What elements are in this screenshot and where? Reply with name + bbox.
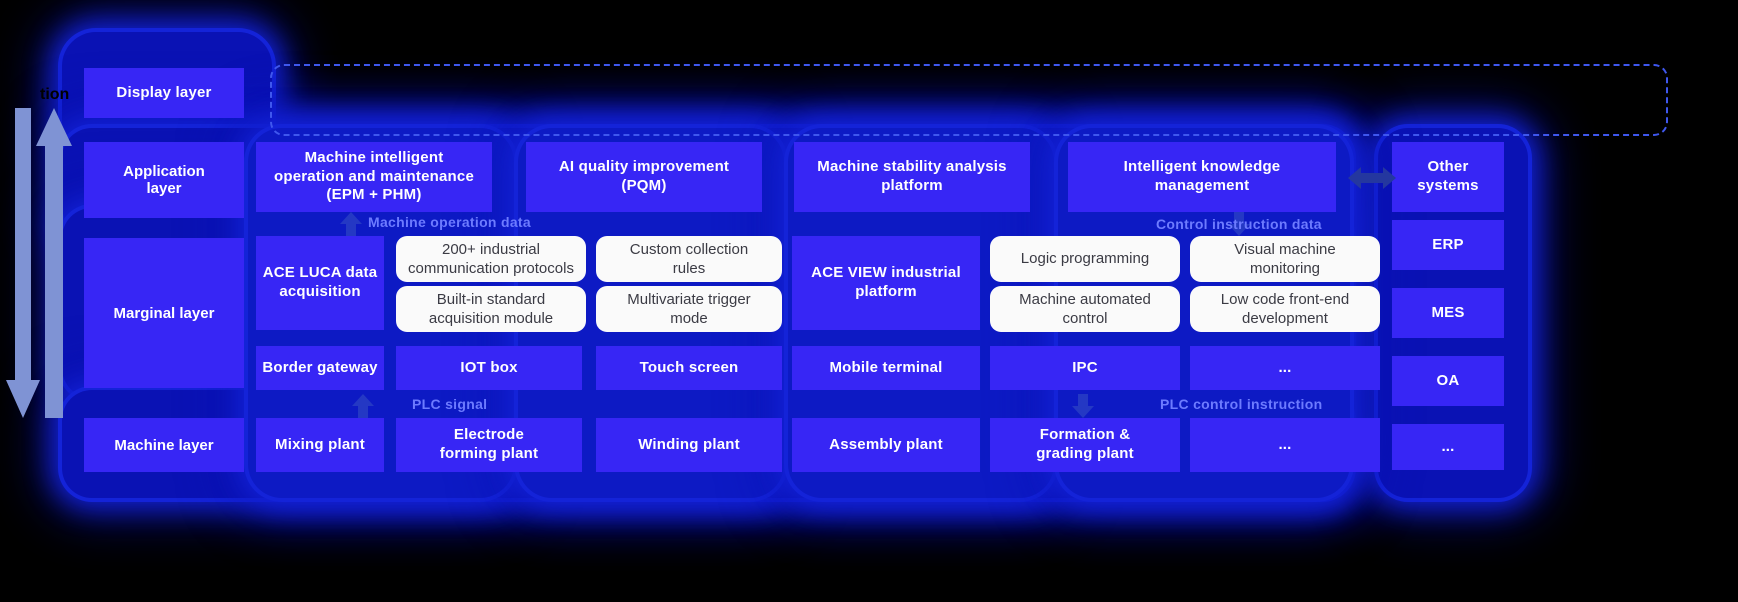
layer-label-machine[interactable]: Machine layer [84, 418, 244, 472]
device-card-more[interactable]: ... [1190, 346, 1380, 390]
arrow-down-icon-plc-control [1072, 394, 1094, 418]
marginal-feature-protocols[interactable]: 200+ industrial communication protocols [396, 236, 586, 282]
external-card-mes[interactable]: MES [1392, 288, 1504, 338]
flow-label-plc-signal: PLC signal [412, 396, 488, 412]
machine-card-formation-grading-plant[interactable]: Formation & grading plant [990, 418, 1180, 472]
device-card-touch-screen[interactable]: Touch screen [596, 346, 782, 390]
machine-card-mixing-plant[interactable]: Mixing plant [256, 418, 384, 472]
arrow-up-icon-machine-operation [340, 212, 362, 236]
marginal-feature-multivariate-trigger-mode[interactable]: Multivariate trigger mode [596, 286, 782, 332]
layer-label-application[interactable]: Application layer [84, 142, 244, 218]
app-card-machine-stability-analysis[interactable]: Machine stability analysis platform [794, 142, 1030, 212]
arrow-down-icon-control-instruction [1228, 212, 1250, 236]
flow-label-control-instruction-data: Control instruction data [1156, 216, 1322, 232]
machine-card-winding-plant[interactable]: Winding plant [596, 418, 782, 472]
layer-label-marginal[interactable]: Marginal layer [84, 238, 244, 388]
flow-label-plc-control-instruction: PLC control instruction [1160, 396, 1323, 412]
flow-label-machine-operation-data: Machine operation data [368, 214, 531, 230]
marginal-feature-builtin-acquisition-module[interactable]: Built-in standard acquisition module [396, 286, 586, 332]
cut-off-label: tion [40, 86, 70, 103]
machine-card-more[interactable]: ... [1190, 418, 1380, 472]
display-scope-dashed-box [270, 64, 1668, 136]
marginal-feature-visual-machine-monitoring[interactable]: Visual machine monitoring [1190, 236, 1380, 282]
device-card-border-gateway[interactable]: Border gateway [256, 346, 384, 390]
marginal-platform-ace-luca[interactable]: ACE LUCA data acquisition [256, 236, 384, 330]
marginal-feature-machine-automated-control[interactable]: Machine automated control [990, 286, 1180, 332]
device-card-iot-box[interactable]: IOT box [396, 346, 582, 390]
down-flow-big-arrow [6, 108, 40, 418]
up-flow-big-arrow [36, 108, 72, 418]
external-card-oa[interactable]: OA [1392, 356, 1504, 406]
machine-card-electrode-forming-plant[interactable]: Electrode forming plant [396, 418, 582, 472]
marginal-feature-low-code-development[interactable]: Low code front-end development [1190, 286, 1380, 332]
device-card-mobile-terminal[interactable]: Mobile terminal [792, 346, 980, 390]
app-card-ai-quality-improvement[interactable]: AI quality improvement (PQM) [526, 142, 762, 212]
marginal-platform-ace-view[interactable]: ACE VIEW industrial platform [792, 236, 980, 330]
app-card-intelligent-knowledge-management[interactable]: Intelligent knowledge management [1068, 142, 1336, 212]
layer-label-display[interactable]: Display layer [84, 68, 244, 118]
app-card-machine-intelligent-om[interactable]: Machine intelligent operation and mainte… [256, 142, 492, 212]
machine-card-assembly-plant[interactable]: Assembly plant [792, 418, 980, 472]
device-card-ipc[interactable]: IPC [990, 346, 1180, 390]
external-card-other-systems[interactable]: Other systems [1392, 142, 1504, 212]
arrow-left-right-icon [1348, 167, 1396, 189]
marginal-feature-logic-programming[interactable]: Logic programming [990, 236, 1180, 282]
arrow-up-icon-plc-signal [352, 394, 374, 418]
external-card-more[interactable]: ... [1392, 424, 1504, 470]
marginal-feature-custom-collection-rules[interactable]: Custom collection rules [596, 236, 782, 282]
external-card-erp[interactable]: ERP [1392, 220, 1504, 270]
